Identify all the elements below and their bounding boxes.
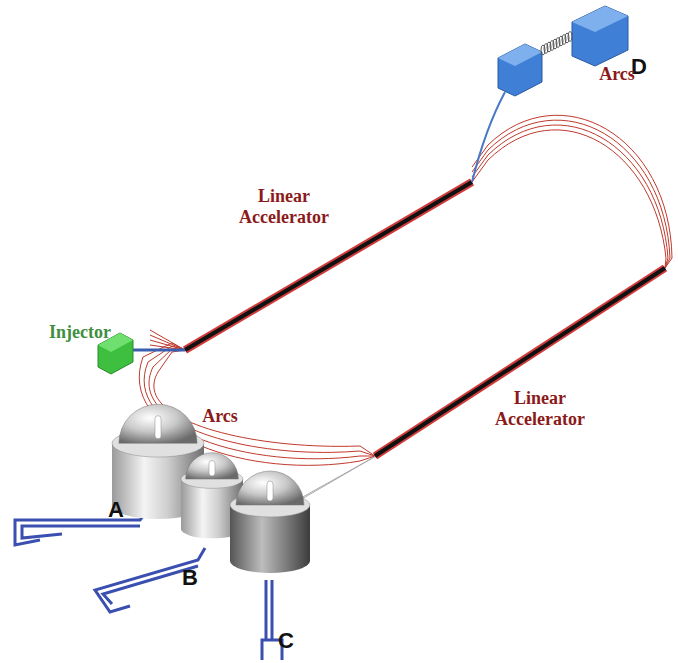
part-label: C [274, 628, 298, 653]
dewar [15, 404, 204, 545]
dewar-base [230, 549, 310, 573]
part-label: A [104, 497, 128, 522]
dewars [15, 404, 310, 660]
component-label: Injector [40, 322, 120, 343]
injector-box [98, 333, 185, 374]
linac-lower [375, 268, 665, 456]
dewar [230, 471, 310, 660]
linac-upper [185, 182, 472, 350]
section-label: Linear Accelerator [480, 388, 600, 429]
arc-beamlines [139, 115, 672, 465]
arc-line [472, 125, 668, 268]
dewar-dome [186, 453, 239, 479]
arc-line [472, 120, 670, 268]
dewar-dome [119, 404, 197, 443]
dewar-valve [155, 416, 161, 439]
coil-turn [568, 32, 572, 42]
dewar-valve [267, 481, 273, 501]
dewar-dome [236, 471, 304, 505]
extraction-line [472, 6, 628, 182]
feed-line [300, 456, 376, 500]
section-label: Linear Accelerator [224, 186, 344, 227]
section-label: Arcs [592, 64, 642, 85]
arc-line [472, 115, 672, 268]
part-label: B [178, 565, 202, 590]
dewar-valve [209, 460, 215, 476]
arc-line [472, 130, 666, 268]
dewar [95, 453, 243, 612]
section-label: Arcs [195, 406, 245, 427]
spring-coil [541, 32, 572, 56]
arc-line [150, 330, 185, 350]
arc-line [150, 335, 185, 350]
cryo-pipe [95, 548, 205, 612]
